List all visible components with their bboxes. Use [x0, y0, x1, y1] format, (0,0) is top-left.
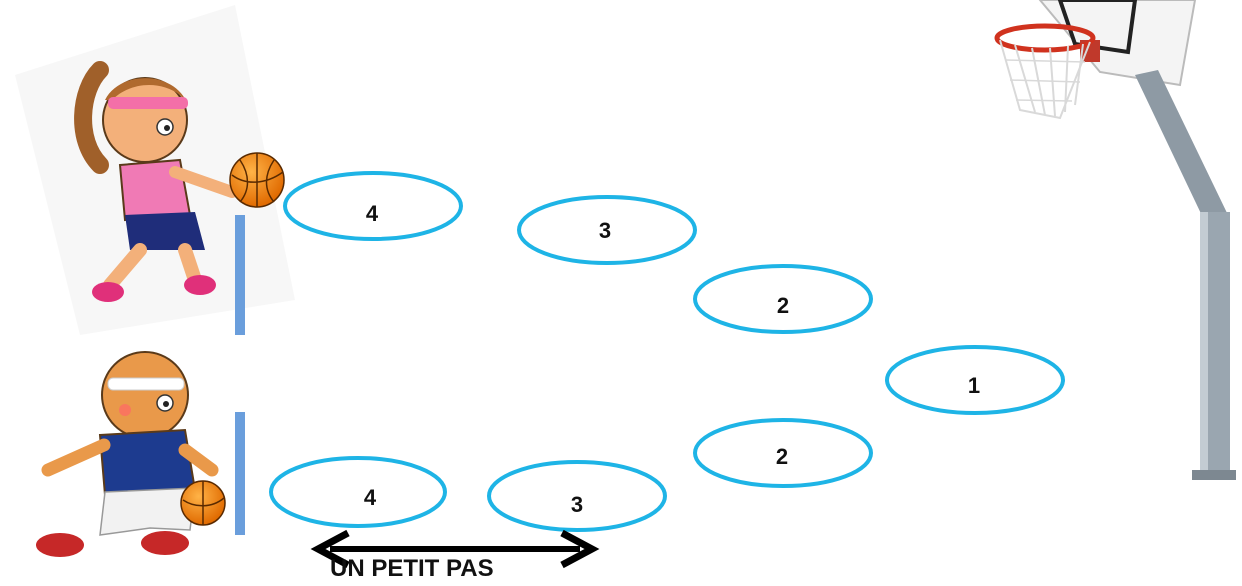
step-length-arrow — [310, 529, 600, 569]
top-step-2-label: 2 — [777, 293, 789, 318]
top-step-3: 3 — [517, 195, 697, 265]
bottom-step-2: 2 — [693, 418, 873, 488]
top-start-marker — [235, 215, 245, 335]
top-step-1-label: 1 — [968, 373, 980, 398]
bottom-step-2-label: 2 — [776, 444, 788, 469]
girl-player-icon — [15, 5, 295, 335]
bottom-start-marker — [235, 412, 245, 535]
top-step-3-label: 3 — [599, 218, 611, 243]
bottom-step-3-label: 3 — [571, 492, 583, 517]
top-step-4: 4 — [283, 171, 463, 241]
bottom-step-4-label: 4 — [364, 485, 377, 510]
step-length-caption: UN PETIT PAS — [330, 555, 494, 582]
top-step-4-label: 4 — [366, 201, 379, 226]
bottom-step-3: 3 — [487, 460, 667, 532]
basketball-hoop-icon — [994, 0, 1236, 480]
bottom-step-4: 4 — [269, 456, 447, 528]
boy-player-icon — [36, 351, 226, 557]
top-step-2: 2 — [693, 264, 873, 334]
top-step-1: 1 — [885, 345, 1065, 415]
